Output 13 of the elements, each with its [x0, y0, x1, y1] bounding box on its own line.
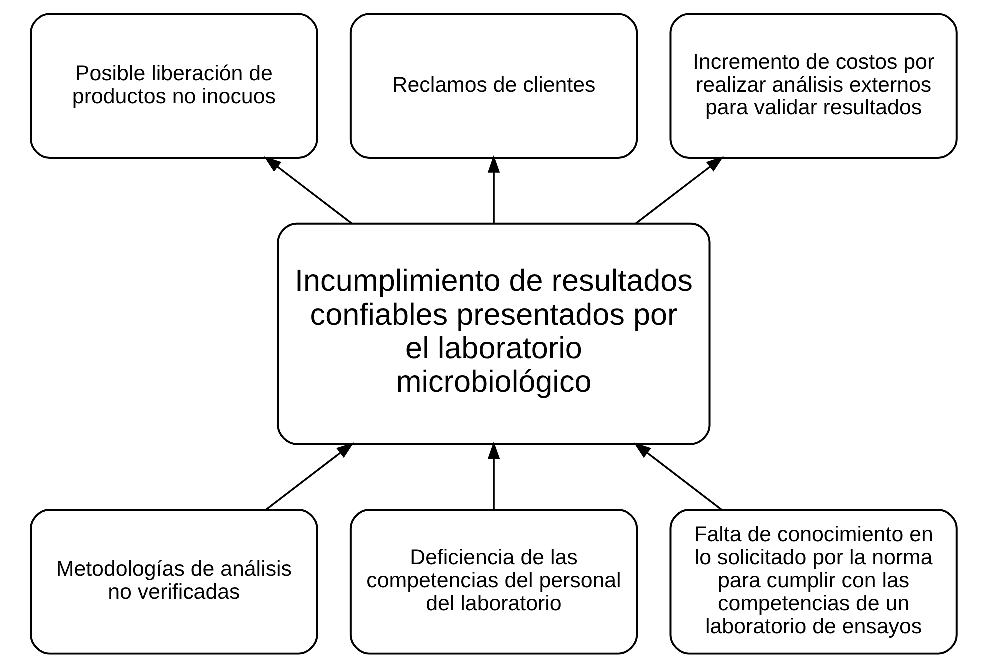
- arrow: [264, 156, 352, 224]
- node-box: Reclamos de clientes: [350, 13, 638, 160]
- node-box: Incumplimiento de resultados confiables presentados por el laboratorio microbiológico: [277, 222, 711, 446]
- arrow: [266, 442, 354, 511]
- node-box: Posible liberación de productos no inocuos: [30, 13, 318, 160]
- arrow: [634, 442, 722, 511]
- node-box: Deficiencia de las competencias del personal del laboratorio: [350, 508, 638, 655]
- arrow: [488, 442, 500, 510]
- node-box: Incremento de costos por realizar análisis externos para validar resultados: [670, 13, 958, 160]
- arrow: [636, 156, 724, 224]
- node-box: Metodologías de análisis no verificadas: [30, 508, 318, 655]
- node-box: Falta de conocimiento en lo solicitado por la norma para cumplir con las competencias de un laboratorio de ensayos: [670, 508, 958, 655]
- arrow: [488, 155, 500, 224]
